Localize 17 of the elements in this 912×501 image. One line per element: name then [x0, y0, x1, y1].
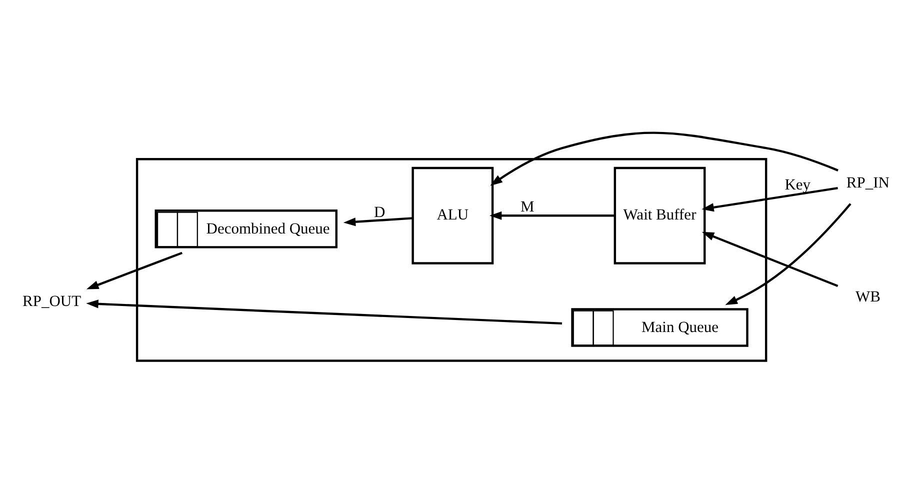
- node-text: WB: [855, 288, 880, 306]
- arrow: [86, 299, 562, 324]
- arrow: [490, 131, 838, 186]
- arrow: [489, 210, 615, 220]
- edge-label: D: [374, 203, 386, 220]
- node-box: Wait Buffer: [614, 166, 706, 264]
- edge-label: M: [520, 198, 534, 215]
- node-box: ALU: [412, 166, 494, 264]
- arrow: [702, 231, 838, 287]
- arrow: [343, 216, 413, 226]
- arrow: [702, 186, 838, 212]
- arrow: [86, 251, 182, 289]
- node-text: RP_OUT: [22, 292, 82, 310]
- node-text: RP_IN: [846, 174, 890, 192]
- arrow: [725, 202, 852, 305]
- edge-label: Key: [784, 176, 811, 193]
- cluster: [136, 158, 768, 362]
